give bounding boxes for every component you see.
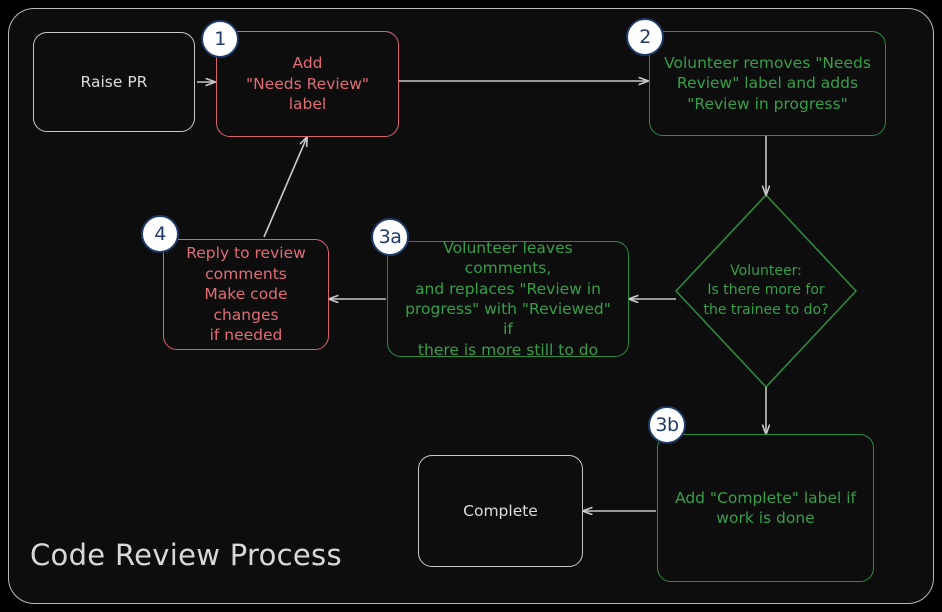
node-volunteer-takes[interactable]: Volunteer removes "Needs Review" label a… [649,31,886,136]
node-reply-to-review[interactable]: Reply to review comments Make code chang… [163,239,329,350]
node-complete-label: Complete [463,501,538,520]
badge-step-3b-label: 3b [655,413,679,436]
node-volunteer-comments-label: Volunteer leaves comments, and replaces … [405,238,611,359]
badge-step-1: 1 [201,20,239,58]
badge-step-3b: 3b [648,406,686,444]
badge-step-3a: 3a [371,218,409,256]
node-volunteer-takes-label: Volunteer removes "Needs Review" label a… [664,53,871,113]
node-raise-pr-label: Raise PR [80,72,148,91]
badge-step-2-label: 2 [639,25,651,48]
badge-step-1-label: 1 [214,27,226,50]
node-volunteer-comments[interactable]: Volunteer leaves comments, and replaces … [387,239,629,359]
node-add-complete[interactable]: Add "Complete" label if work is done [657,434,874,582]
badge-step-4: 4 [141,215,179,253]
node-raise-pr[interactable]: Raise PR [33,32,195,132]
node-reply-to-review-label: Reply to review comments Make code chang… [186,244,306,345]
node-add-needs-review[interactable]: Add "Needs Review" label [216,31,399,137]
badge-step-4-label: 4 [154,222,166,245]
node-complete[interactable]: Complete [418,455,583,567]
diagram-title: Code Review Process [30,538,342,572]
node-add-complete-label: Add "Complete" label if work is done [675,488,856,527]
badge-step-2: 2 [626,18,664,56]
node-add-needs-review-label: Add "Needs Review" label [245,54,370,114]
badge-step-3a-label: 3a [378,225,402,248]
